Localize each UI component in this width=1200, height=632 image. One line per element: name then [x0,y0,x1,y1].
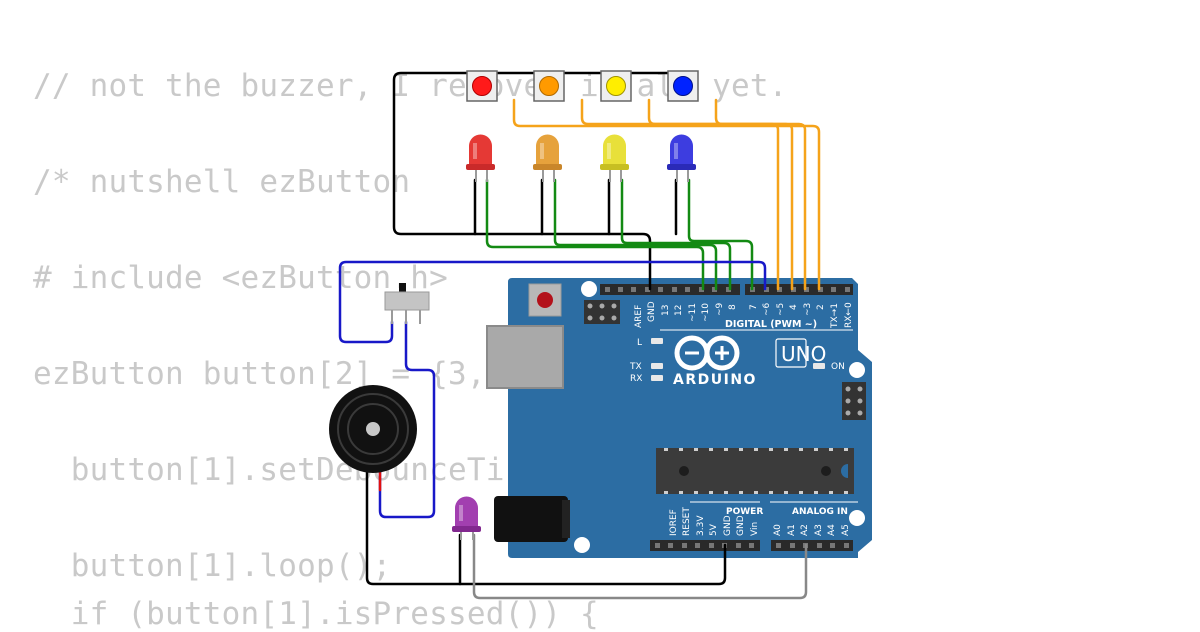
pin-label: ~11 [688,303,698,322]
pin-label: A5 [841,524,851,536]
power-header-label: POWER [726,507,763,517]
pin-label: Vin [750,522,760,536]
push-button-blue[interactable] [667,70,699,102]
onboard-led-rx: RX [630,374,663,384]
pin-label: GND [647,301,657,322]
push-button-red[interactable] [466,70,498,102]
led-signal-wire [620,178,732,291]
analog-wire [472,533,808,600]
pin-label: TX→1 [830,303,840,329]
svg-text:TX: TX [629,362,642,372]
analog-header-label: ANALOG IN [792,507,848,517]
pin-label: ~5 [776,303,786,316]
reset-button[interactable] [528,283,562,317]
digital-header-label: DIGITAL (PWM ~) [725,319,817,330]
code-line: button[1].loop(); [33,548,392,584]
pin-label: AREF [634,305,644,328]
pin-label: 5V [709,523,719,536]
svg-text:L: L [637,338,642,348]
buzzer-icon[interactable] [329,385,417,473]
pin-label: IOREF [669,509,679,536]
mounting-hole [849,362,865,378]
led-orange[interactable] [533,134,562,183]
led-signal-wire [553,178,718,291]
pin-label: 2 [816,304,826,310]
arduino-uno-board[interactable]: AREF GND 13 12 ~11 ~10 ~9 8 7 ~6 ~5 4 ~3… [486,278,872,558]
pin-label: ~3 [803,303,813,316]
mounting-hole [581,281,597,297]
icsp-header-right [842,382,866,420]
digital-header [600,284,853,295]
button-signal-wire [580,98,807,291]
pin-label: ~6 [762,302,772,316]
onboard-led-tx: TX [629,362,663,372]
power-header [650,540,760,551]
led-blue[interactable] [667,134,696,183]
pin-label: 12 [674,305,684,316]
onboard-led-l: L [637,338,663,348]
code-line: # include <ezButton.h> [33,260,448,296]
code-line: ezButton button[2] = {3, [33,356,486,392]
svg-text:UNO: UNO [781,342,826,366]
dc-power-jack [494,496,570,542]
analog-header [771,540,853,551]
svg-text:ON: ON [831,362,845,372]
push-button-yellow[interactable] [600,70,632,102]
code-line: button[1].setDebounceTi [33,452,505,488]
pin-label: GND [736,515,746,536]
pin-label: A3 [814,524,824,536]
switch-wire [378,320,436,519]
gnd-wire [392,71,652,291]
icsp-header [584,300,620,324]
button-signal-wire [512,98,821,291]
arduino-logo-icon [674,335,740,371]
mounting-hole [849,510,865,526]
arduino-wordmark: ARDUINO [673,372,757,388]
pin-label: 8 [728,304,738,310]
button-signal-wire [647,98,794,291]
pin-label: A4 [827,524,837,536]
pin-label: ~9 [715,302,725,316]
pin-label: ~10 [701,303,711,322]
mounting-hole [574,537,590,553]
onboard-led-on: ON [813,362,845,372]
switch-wire [338,260,767,344]
pin-label: 3.3V [696,515,706,536]
code-line: /* nutshell ezButton [33,164,411,200]
pin-label: GND [723,515,733,536]
pin-label: RX←0 [844,302,854,328]
led-yellow[interactable] [600,134,629,183]
pin-label: A0 [773,524,783,536]
usb-port [486,325,564,389]
gnd-wire [365,468,727,586]
pin-label: 7 [749,304,759,310]
atmega-chip [656,448,854,494]
led-signal-wire [485,178,705,291]
svg-text:RX: RX [630,374,642,384]
button-signal-wire [714,98,780,291]
led-red[interactable] [466,134,495,183]
led-purple[interactable] [452,496,481,541]
uno-badge: UNO [775,338,826,368]
push-button-orange[interactable] [533,70,565,102]
pin-label: 4 [789,304,799,310]
led-signal-wire [687,178,754,291]
code-line: if (button[1].isPressed()) { [33,596,599,632]
pin-label: RESET [682,507,692,536]
pin-label: A1 [787,524,797,536]
slide-switch[interactable] [384,283,430,324]
pin-label: 13 [661,305,671,316]
pin-label: A2 [800,524,810,536]
